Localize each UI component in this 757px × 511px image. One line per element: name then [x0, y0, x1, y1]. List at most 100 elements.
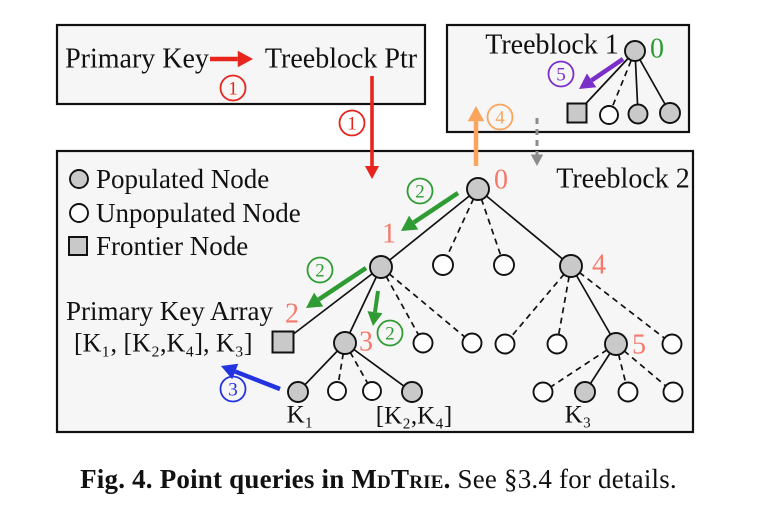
tb2-node-label-0: 0	[494, 165, 508, 196]
treeblock-ptr-label: Treeblock Ptr	[265, 44, 418, 75]
tree-edge	[608, 50, 636, 116]
tb2-unpopulated	[412, 332, 434, 354]
step-1-badge	[219, 74, 247, 102]
treeblock1-title: Treeblock 1	[485, 30, 619, 61]
tb2-node-label-1: 1	[382, 219, 396, 250]
legend-unpopulated-swatch	[69, 203, 89, 223]
leaf-label-k2k4: [K₂,K₄]	[376, 403, 452, 430]
tb2-node-label-2: 2	[285, 299, 299, 330]
tree-edge	[615, 343, 629, 393]
step-2-number: 2	[315, 261, 325, 282]
tree-edge	[634, 50, 671, 114]
step-3-badge	[219, 375, 247, 403]
step2-arrow-a	[412, 191, 460, 225]
lookup-arrow-head	[237, 50, 253, 68]
step3-arrow-head	[221, 363, 239, 380]
caption-brand-period: .	[443, 464, 451, 494]
legend-unpopulated-label: Unpopulated Node	[96, 198, 301, 228]
tb2-node-5	[604, 332, 628, 356]
step5-arrow-head	[579, 73, 597, 89]
step-2-badge	[306, 256, 334, 284]
step1-arrow-head	[364, 166, 380, 179]
tree-edge	[344, 266, 382, 344]
tree-edge	[615, 343, 674, 393]
tb2-frontier-node-2	[271, 330, 295, 354]
step2-arrow-c-head	[367, 311, 383, 326]
caption-title: Fig. 4. Point queries in	[80, 464, 352, 494]
tb2-node-k3	[574, 381, 596, 403]
tree-edge	[336, 342, 346, 392]
step-4-badge	[486, 103, 514, 131]
legend-populated-swatch	[69, 169, 89, 189]
tree-edge	[282, 266, 382, 343]
tb2-unpopulated	[661, 333, 683, 355]
tb1-populated-node-b	[659, 102, 681, 124]
primary-key-label: Primary Key	[65, 44, 209, 75]
tb1-frontier-node	[566, 102, 588, 124]
step-5-badge	[547, 60, 575, 88]
tree-edge	[504, 265, 572, 345]
tree-edge	[380, 266, 473, 344]
treeblock-link-arrow-head	[530, 154, 544, 166]
step2-arrow-a-head	[401, 215, 419, 231]
step4-arrow-head	[467, 106, 485, 122]
tb2-unpopulated	[461, 332, 483, 354]
treeblock2-title: Treeblock 2	[556, 164, 690, 195]
step-2-badge	[376, 319, 404, 347]
tb2-node-label-3: 3	[359, 327, 373, 358]
tb2-node-4	[559, 254, 583, 278]
tree-edge	[477, 188, 505, 266]
tb2-unpopulated	[362, 381, 382, 401]
tree-edge	[380, 188, 479, 268]
tb2-node-label-5: 5	[632, 330, 646, 361]
step-3-number: 3	[228, 380, 238, 401]
tb2-node-k2k4	[401, 381, 423, 403]
step-1-number: 1	[228, 79, 238, 100]
step2-arrow-b	[317, 266, 368, 302]
tb1-root-node	[624, 40, 646, 62]
tb2-unpopulated	[493, 254, 515, 276]
step5-arrow	[590, 57, 625, 83]
tree-edge	[344, 342, 413, 393]
tb2-node-3	[333, 331, 357, 355]
tree-edge	[380, 266, 424, 344]
step3-arrow	[234, 369, 281, 392]
tree-edge	[442, 188, 479, 266]
leaf-label-k3: K₃	[565, 402, 592, 429]
tb2-node-label-4: 4	[592, 250, 606, 281]
tb1-node-label-0: 0	[650, 34, 664, 65]
step2-arrow-b-head	[306, 292, 324, 308]
tree-edge	[542, 343, 617, 393]
tb2-unpopulated	[327, 381, 347, 401]
tree-edge	[570, 265, 673, 345]
caption-reference: See §3.4 for details.	[450, 464, 677, 494]
step-2-number: 2	[385, 324, 395, 345]
tb2-unpopulated	[617, 381, 639, 403]
tb2-unpopulated	[546, 333, 568, 355]
tree-edge	[556, 265, 572, 345]
step-2-badge	[406, 177, 434, 205]
legend-frontier-swatch	[68, 236, 88, 256]
tb2-unpopulated	[494, 333, 516, 355]
tree-edge	[477, 188, 572, 267]
step-1-badge	[338, 109, 366, 137]
tb2-root-node-0	[466, 177, 490, 201]
tree-edge	[570, 265, 617, 345]
tb2-unpopulated	[662, 381, 684, 403]
step-5-number: 5	[556, 65, 566, 86]
tb2-unpopulated	[432, 254, 454, 276]
tb2-node-1	[369, 255, 393, 279]
step2-arrow-c	[372, 290, 380, 313]
legend-populated-label: Populated Node	[96, 164, 269, 194]
caption-brand: MdTrie	[351, 464, 444, 494]
tb1-populated-node-a	[627, 103, 649, 125]
step-4-number: 4	[495, 108, 505, 129]
figure-caption: Fig. 4. Point queries in MdTrie. See §3.…	[0, 464, 757, 495]
legend-frontier-label: Frontier Node	[96, 231, 248, 261]
primary-key-array-title: Primary Key Array	[66, 296, 273, 326]
tb1-unpopulated-node	[599, 105, 619, 125]
tb2-node-k1	[287, 381, 309, 403]
tb2-unpopulated	[532, 381, 554, 403]
